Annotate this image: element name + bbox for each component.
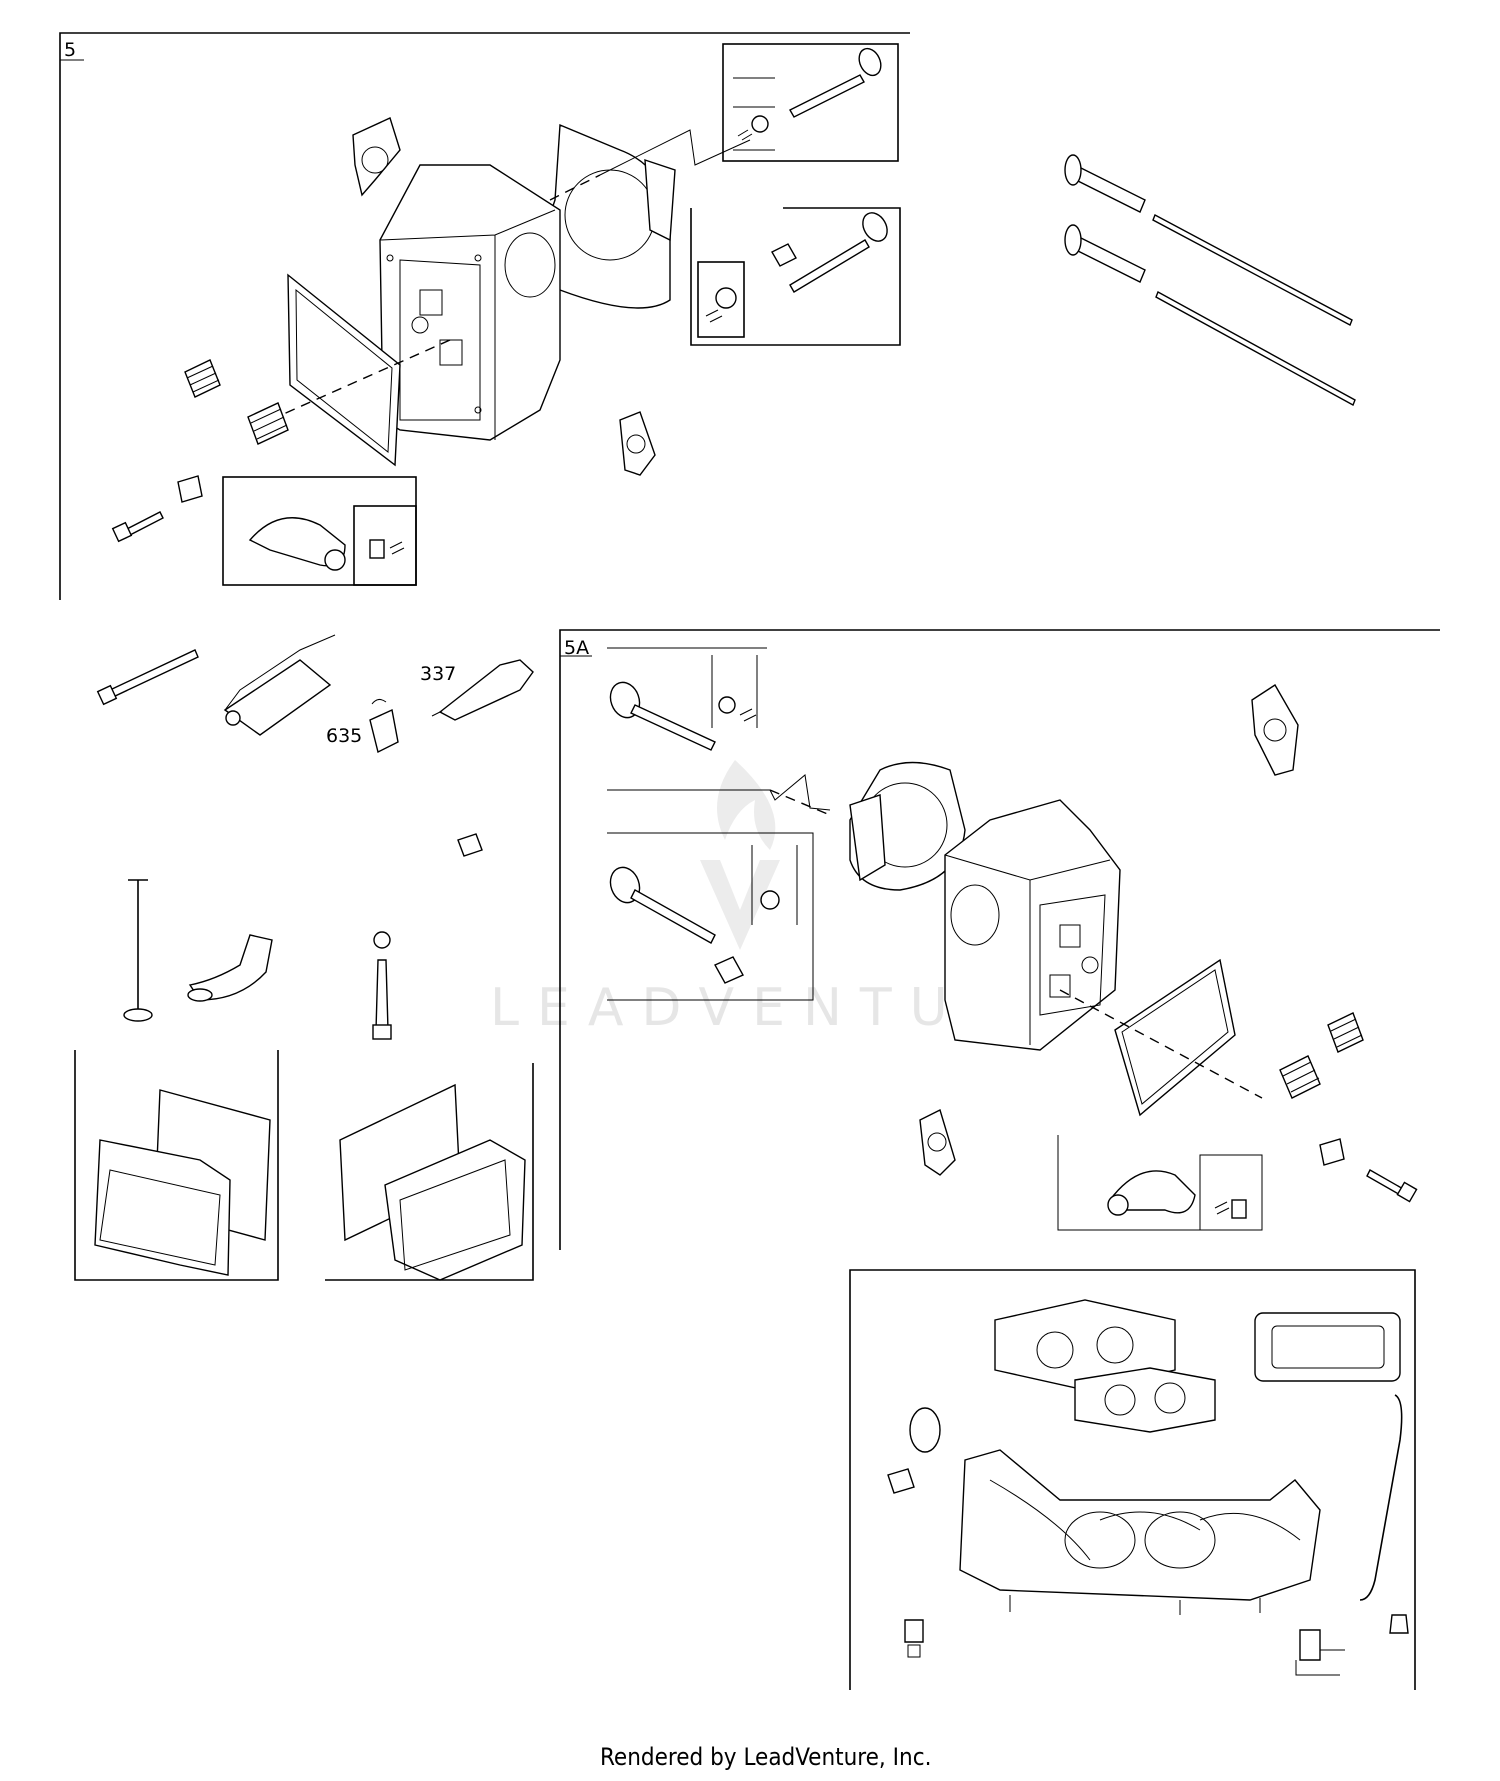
misc-parts: 337 635 <box>74 634 534 1281</box>
o-ring-icon <box>909 1407 941 1453</box>
valve-icon <box>609 681 757 751</box>
push-rod-guide-icon <box>1319 1138 1345 1166</box>
breather-tube-icon <box>223 634 336 736</box>
section-5a-label: 5A <box>564 637 589 659</box>
push-rod-icon <box>1155 291 1356 406</box>
valve-spring-icon <box>1327 1012 1364 1053</box>
valve-cover-right-icon <box>339 1083 526 1281</box>
tappet-icon <box>1064 224 1146 283</box>
screw-icon <box>457 833 483 857</box>
section-5: 5 <box>59 32 1356 600</box>
valve-spring-icon <box>247 402 289 445</box>
rocker-arm-icon <box>248 517 405 571</box>
rocker-nut-box <box>353 505 417 586</box>
valve-cover-box-right <box>325 1063 534 1281</box>
screw-icon <box>887 1468 915 1494</box>
valve-spring-icon <box>1279 1055 1321 1099</box>
rocker-arm-box <box>1057 1135 1263 1231</box>
section-5a: 5A <box>559 629 1440 1250</box>
valve-cover-left-icon <box>94 1089 271 1276</box>
intake-manifold-section <box>849 1269 1416 1690</box>
valve-icon <box>609 866 780 984</box>
cylinder-head-icon <box>944 799 1121 1051</box>
valve-spring-icon <box>184 359 221 398</box>
cylinder-head-icon <box>379 164 561 441</box>
bolt-icon <box>904 1619 924 1658</box>
tappet-icon <box>1064 154 1146 213</box>
fitting-icon <box>1389 1614 1409 1634</box>
push-rod-guide-icon <box>177 475 203 503</box>
exhaust-gasket-icon <box>919 1109 956 1176</box>
keeper-box <box>697 261 745 338</box>
rocker-bolt-icon <box>111 511 164 543</box>
section-5-label: 5 <box>64 39 76 61</box>
manifold-gasket-icon <box>1074 1367 1216 1433</box>
valve-icon <box>705 212 888 323</box>
fuel-line-icon <box>1359 1394 1403 1601</box>
intake-gasket-icon <box>1251 684 1299 776</box>
valve-cover-box-left <box>74 1050 279 1281</box>
valve-box-upper <box>722 43 899 162</box>
footer-credit: Rendered by LeadVenture, Inc. <box>600 1743 931 1771</box>
rocker-bolt-icon <box>1366 1169 1418 1203</box>
rocker-cover-gasket-icon <box>287 273 401 467</box>
callout-337: 337 <box>420 663 456 685</box>
manifold-gasket-icon <box>994 1299 1176 1391</box>
dipstick-icon <box>123 879 153 1022</box>
spark-plug-icon <box>431 659 534 721</box>
carburetor-gasket-icon <box>1254 1312 1401 1382</box>
rocker-cover-gasket-icon <box>1114 958 1236 1117</box>
head-gasket-icon <box>849 761 966 891</box>
spark-plug-boot-icon <box>369 698 399 754</box>
exhaust-gasket-icon <box>619 411 656 476</box>
head-gasket-icon <box>542 123 676 309</box>
fuel-solenoid-icon <box>1295 1629 1345 1676</box>
head-bolt-icon <box>96 649 199 706</box>
hose-icon <box>187 934 273 1002</box>
rocker-arm-icon <box>1107 1170 1247 1219</box>
intake-gasket-icon <box>352 117 401 197</box>
push-rod-icon <box>1152 214 1353 326</box>
callout-635: 635 <box>326 725 362 747</box>
intake-manifold-icon <box>959 1449 1321 1615</box>
valve-icon <box>737 47 882 141</box>
stud-icon <box>372 931 392 1040</box>
